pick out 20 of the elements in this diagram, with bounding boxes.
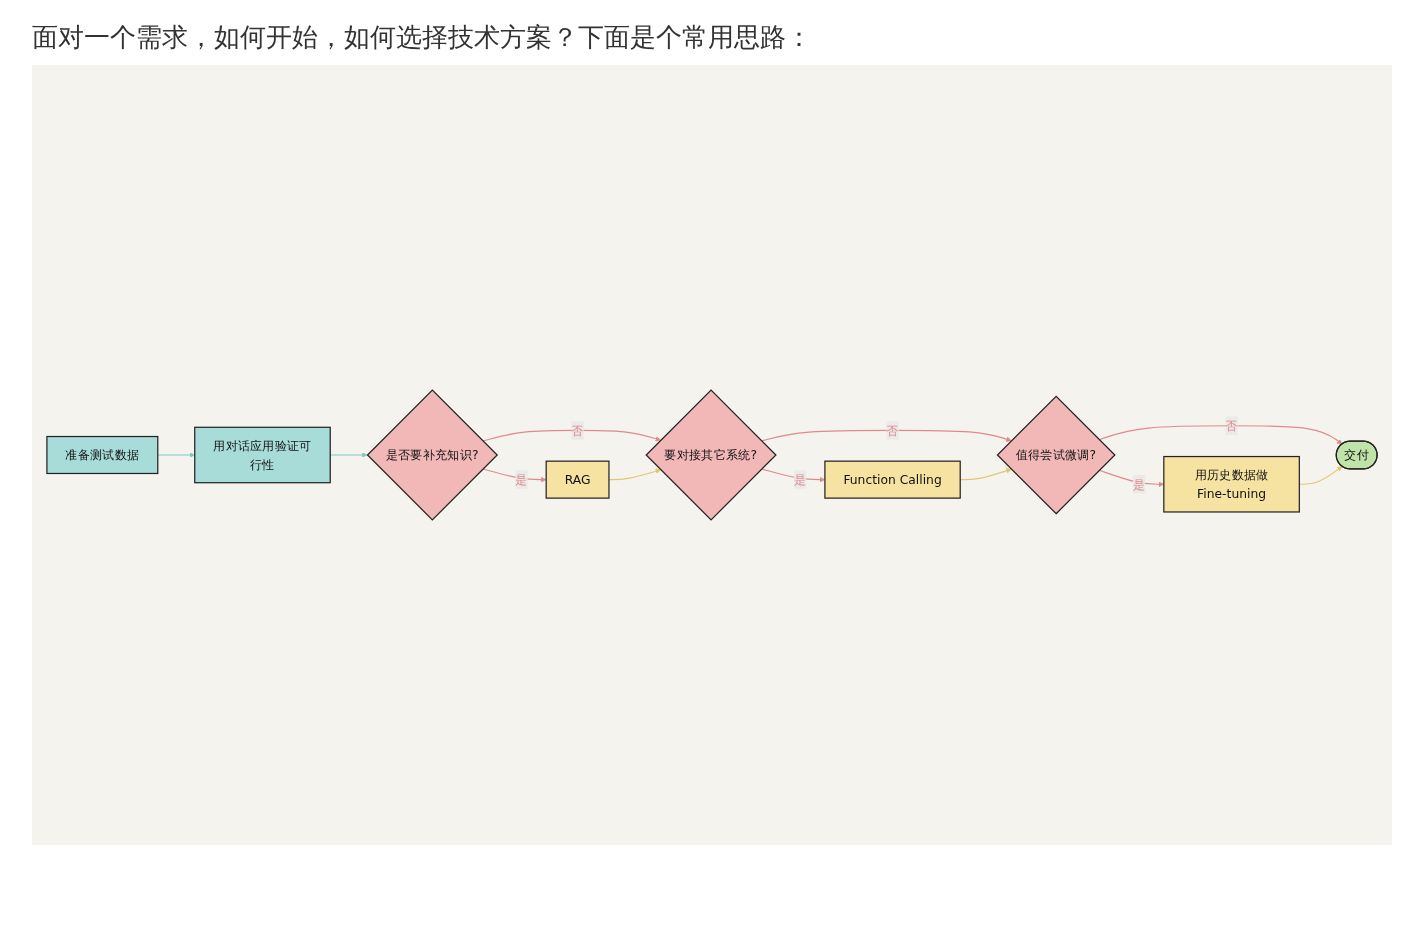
edge-label: 否 — [571, 422, 584, 438]
arrow — [608, 468, 661, 481]
node-box: 用对话应用验证可行性 — [194, 426, 331, 484]
edge-label: 是 — [515, 472, 528, 488]
node-box: Function Calling — [824, 460, 961, 499]
node-diamond: 要对接其它系统? — [645, 389, 777, 521]
edge-label: 否 — [1225, 418, 1238, 434]
arrow — [482, 429, 661, 442]
arrow — [1098, 425, 1343, 445]
edge-label: 否 — [886, 422, 899, 438]
arrow — [761, 429, 1012, 442]
arrow — [157, 452, 195, 458]
edge-label: 是 — [794, 472, 807, 488]
node-diamond: 是否要补充知识? — [366, 389, 499, 521]
node-box: RAG — [545, 460, 610, 499]
node-diamond: 值得尝试微调? — [996, 395, 1116, 515]
node-box: 准备测试数据 — [46, 435, 159, 475]
edge-label: 是 — [1133, 476, 1146, 492]
node-box: 用历史数据做Fine-tuning — [1163, 455, 1300, 513]
heading: 面对一个需求，如何开始，如何选择技术方案？下面是个常用思路： — [32, 21, 812, 54]
